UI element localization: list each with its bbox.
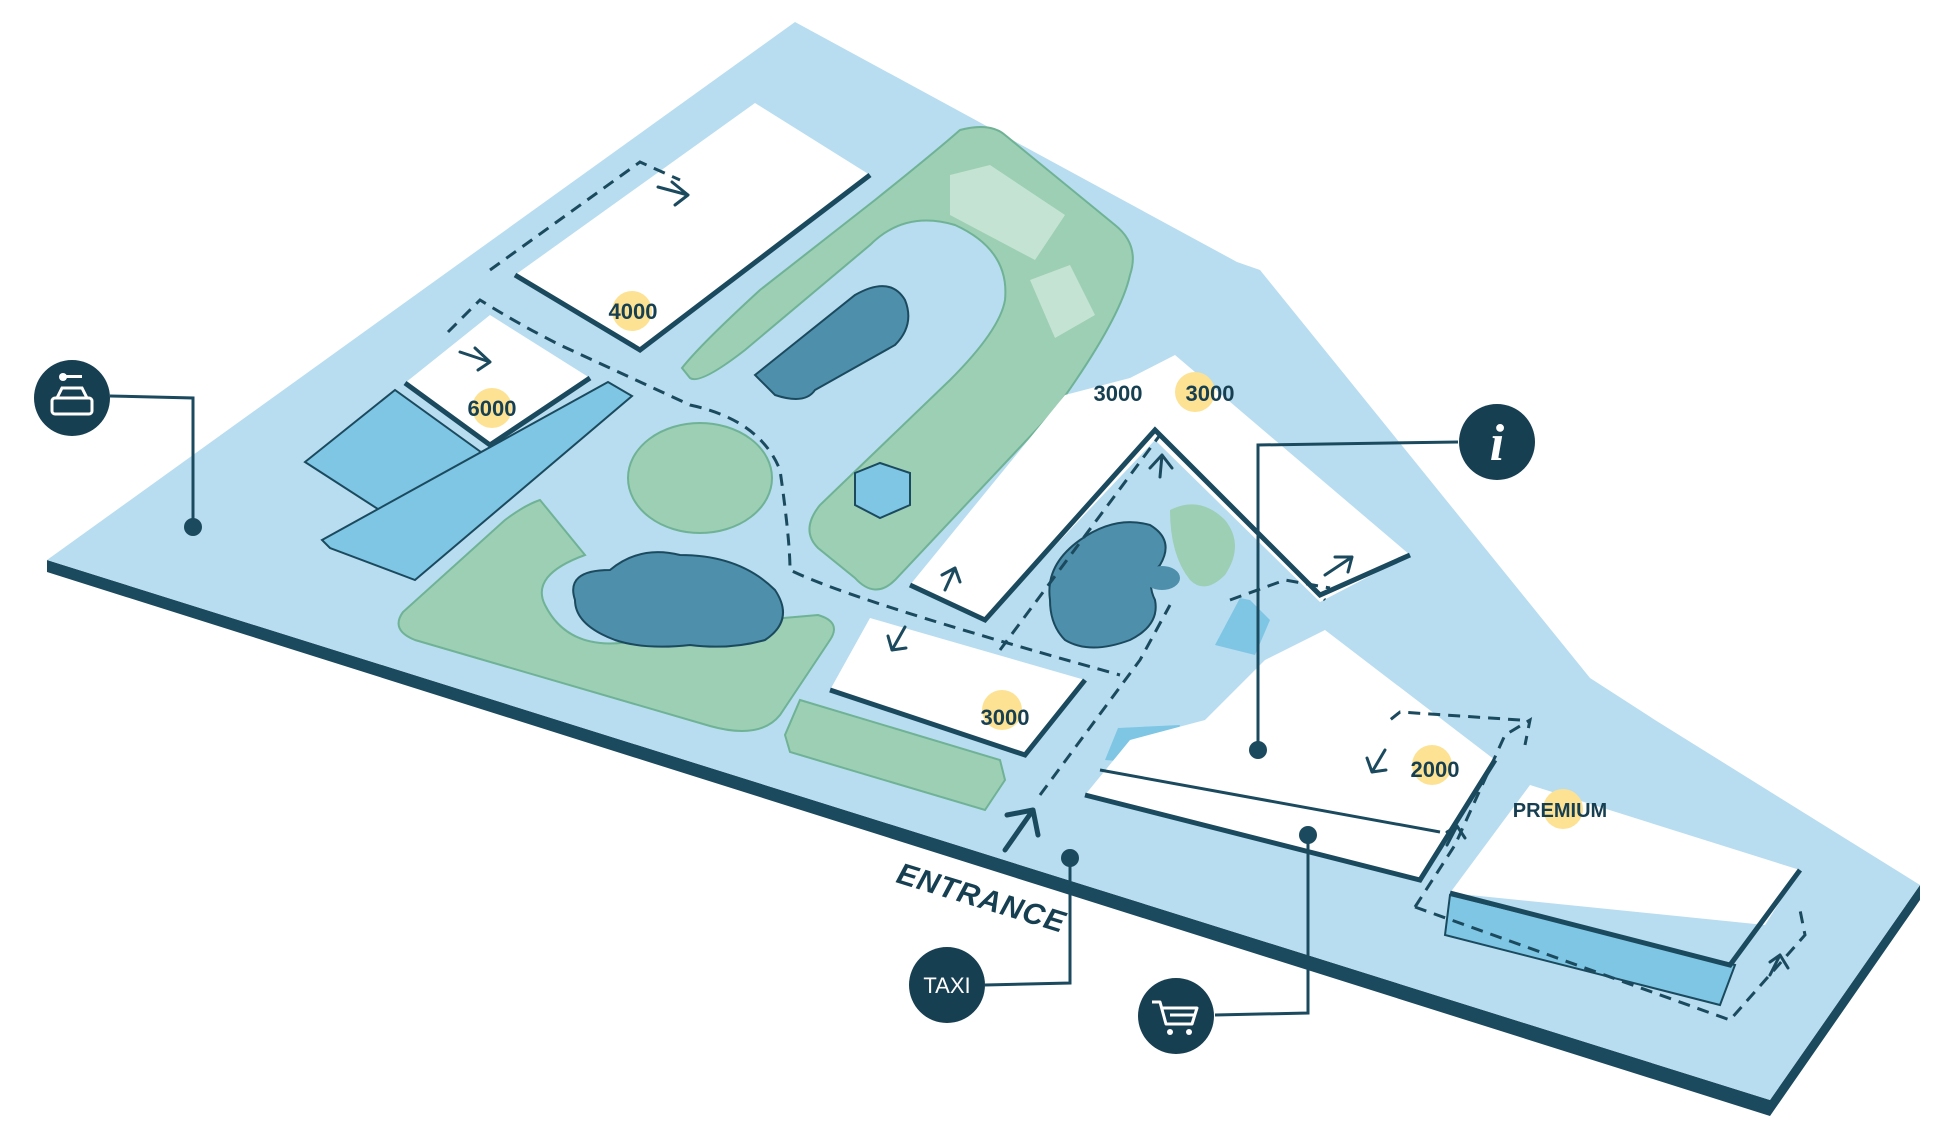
car-roof xyxy=(55,386,89,399)
shopping-cart-icon[interactable] xyxy=(1138,978,1214,1054)
lot-2000-area xyxy=(1085,630,1495,880)
route-north xyxy=(489,160,681,272)
blue-strip-west xyxy=(320,380,634,582)
arrow-north-left xyxy=(940,566,962,592)
lot-6000-area xyxy=(405,315,590,445)
lot-2000-edge xyxy=(1084,758,1498,883)
car-key-icon[interactable] xyxy=(34,360,110,436)
arrow-6000 xyxy=(458,346,492,372)
cart-shape xyxy=(1152,1000,1199,1026)
lot-4000-area xyxy=(515,103,870,350)
info-icon[interactable]: i xyxy=(1459,404,1535,480)
info-glyph: i xyxy=(1490,415,1505,472)
water-features xyxy=(572,285,1180,649)
badge-3000-south: 3000 xyxy=(981,690,1030,730)
route-west xyxy=(446,298,1121,677)
green-small-east xyxy=(1170,504,1235,587)
pin-dot-taxi xyxy=(1061,849,1079,867)
green-oval xyxy=(627,422,773,534)
badge-4000-circle xyxy=(612,291,652,331)
badge-3000-north-b-circle xyxy=(1175,372,1215,412)
key-shape xyxy=(59,373,82,381)
lot-3000-south-area xyxy=(830,618,1085,755)
badge-3000-south-circle xyxy=(982,690,1022,730)
badge-2000-circle xyxy=(1412,745,1452,785)
arrow-2000-up xyxy=(1445,824,1467,847)
pond-central xyxy=(753,285,910,400)
pins xyxy=(109,394,1459,1017)
lot-6000-price: 6000 xyxy=(468,396,517,421)
badge-4000: 4000 xyxy=(609,291,658,331)
taxi-icon-bg xyxy=(909,947,985,1023)
badge-2000: 2000 xyxy=(1411,745,1460,785)
route-inner-diagonal xyxy=(998,432,1327,651)
arrow-north-right xyxy=(1323,555,1354,577)
arrow-2000 xyxy=(1365,748,1388,774)
blue-pad-east xyxy=(1215,598,1270,655)
route-entrance xyxy=(1038,604,1172,796)
route-east xyxy=(1229,578,1331,602)
taxi-label: TAXI xyxy=(923,973,970,998)
badge-6000-circle xyxy=(472,388,512,428)
lot-6000-edge xyxy=(403,375,592,449)
lot-4000-edge xyxy=(513,173,872,354)
badge-premium-circle xyxy=(1543,789,1583,829)
arrow-premium-up xyxy=(1768,953,1790,977)
lot-3000-north-b-price: 3000 xyxy=(1186,381,1235,406)
lot-3000-north-a-price: 3000 xyxy=(1094,381,1143,406)
lot-premium-area xyxy=(1450,785,1800,925)
badge-6000: 6000 xyxy=(468,388,517,428)
pin-line-info xyxy=(1256,440,1459,750)
green-rect-top xyxy=(950,165,1065,260)
pond-east-small xyxy=(1144,566,1180,590)
pin-dot-shop xyxy=(1299,826,1317,844)
badge-3000-north-b: 3000 xyxy=(1175,372,1234,412)
green-areas xyxy=(397,125,1235,812)
pin-line-taxi xyxy=(984,858,1072,987)
pin-line-shop xyxy=(1214,835,1310,1017)
lot-2000-divider xyxy=(1099,768,1441,834)
pin-dot-car xyxy=(184,518,202,536)
hex-tower xyxy=(854,461,911,520)
info-icon-bg xyxy=(1459,404,1535,480)
car-body xyxy=(50,396,94,416)
badge-premium: PREMIUM xyxy=(1513,789,1607,829)
lot-premium-label: PREMIUM xyxy=(1513,800,1607,822)
pin-line-car xyxy=(109,394,195,527)
arrow-north-apex xyxy=(1148,453,1174,479)
route-premium-bottom xyxy=(1414,905,1807,1022)
arrow-4000 xyxy=(656,180,690,207)
parking-lots xyxy=(403,103,1803,968)
pin-dots xyxy=(184,518,1317,867)
green-strip-south xyxy=(783,698,1007,812)
key-head xyxy=(59,373,67,381)
lot-north-edge xyxy=(908,426,1412,624)
blue-parking-areas xyxy=(303,380,1737,1007)
car-shape xyxy=(50,386,94,416)
lot-3000-south-edge xyxy=(829,678,1087,758)
pin-dot-info xyxy=(1249,741,1267,759)
price-badges: 4000 6000 3000 3000 3000 2000 PREMIUM xyxy=(468,291,1607,829)
green-rect-right xyxy=(1030,265,1095,338)
route-premium-top xyxy=(1389,710,1521,722)
lot-premium-edge xyxy=(1449,868,1803,968)
direction-arrows xyxy=(458,180,1790,977)
cart-wheel-left xyxy=(1167,1029,1173,1035)
lot-4000-price: 4000 xyxy=(609,299,658,324)
cart-basket xyxy=(1152,1000,1199,1026)
pond-southwest xyxy=(572,551,784,648)
taxi-icon[interactable]: TAXI xyxy=(909,947,985,1023)
route-premium-loop xyxy=(1413,716,1533,908)
lot-3000-south-price: 3000 xyxy=(981,705,1030,730)
arrow-south-lot xyxy=(886,625,908,652)
key-shaft xyxy=(66,375,82,378)
lot-2000-price: 2000 xyxy=(1411,757,1460,782)
cart-wheel-right xyxy=(1186,1029,1192,1035)
arrow-entrance xyxy=(1002,807,1041,853)
routes xyxy=(446,160,1807,1022)
lot-north-area xyxy=(910,355,1410,620)
